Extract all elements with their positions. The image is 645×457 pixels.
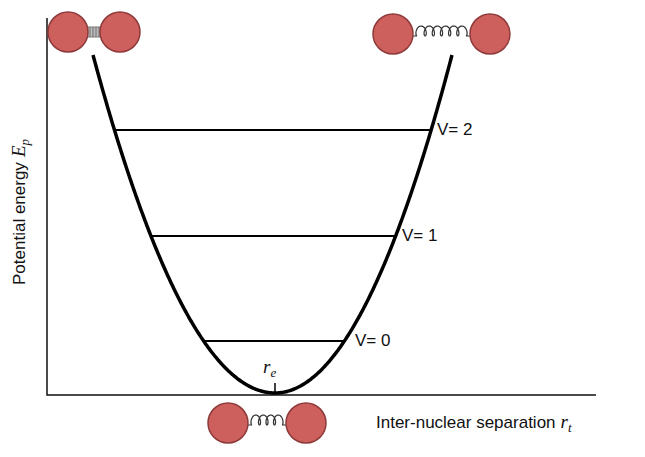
potential-curve: [93, 55, 452, 393]
subscript: p: [17, 139, 32, 146]
axis-text: Inter-nuclear separation: [376, 413, 556, 432]
atom: [100, 12, 140, 52]
energy-level-line: [151, 235, 396, 237]
axis-text: V= 0: [355, 331, 390, 350]
math-symbol: E: [8, 146, 29, 158]
axis-text: Potential energy: [10, 162, 29, 285]
compressed-spring: [93, 27, 94, 37]
subscript: t: [568, 420, 572, 435]
equilibrium-spring: [248, 415, 286, 425]
atom: [208, 403, 248, 443]
energy-level-line: [114, 129, 431, 131]
axes: [47, 18, 596, 395]
atom: [373, 14, 413, 54]
stretched-spring: [413, 26, 470, 36]
subscript: e: [270, 365, 276, 380]
compressed-spring: [87, 27, 101, 37]
axis-text: V= 1: [402, 226, 437, 245]
math-symbol: r: [561, 411, 568, 432]
atom: [48, 12, 88, 52]
atom: [470, 14, 510, 54]
molecule-icons: [48, 12, 510, 443]
axis-text: V= 2: [437, 120, 472, 139]
level-label: V= 2: [437, 120, 472, 140]
atom: [286, 403, 326, 443]
level-label: V= 0: [355, 331, 390, 351]
equilibrium-tick: [274, 383, 276, 393]
level-label: V= 1: [402, 226, 437, 246]
compressed-spring: [96, 27, 97, 37]
compressed-spring: [90, 27, 91, 37]
equilibrium-label: re: [263, 356, 276, 381]
energy-level-line: [204, 340, 345, 342]
math-symbol: r: [263, 356, 270, 377]
y-axis-title: Potential energy Ep: [8, 139, 33, 285]
x-axis-title: Inter-nuclear separation rt: [376, 411, 572, 436]
